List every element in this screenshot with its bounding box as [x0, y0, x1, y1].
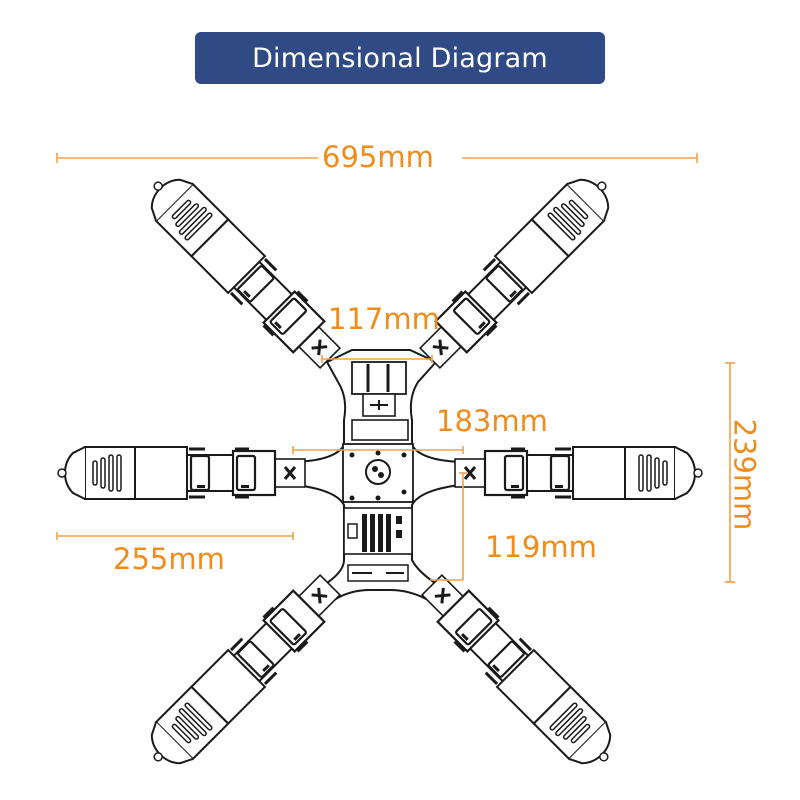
label-leg-length: 255mm: [113, 542, 225, 576]
label-front-leg-spacing: 117mm: [328, 302, 440, 336]
label-leg-mount-offset: 119mm: [485, 530, 597, 564]
label-overall-length: 239mm: [727, 418, 762, 531]
leg-front-right: [410, 163, 625, 378]
title-text: Dimensional Diagram: [252, 42, 548, 74]
label-overall-width: 695mm: [322, 140, 434, 174]
robot-body: [295, 349, 461, 602]
label-middle-leg-spacing: 183mm: [436, 404, 548, 438]
leg-rear-left: [135, 565, 350, 780]
leg-middle-left: [56, 445, 307, 501]
leg-middle-right: [453, 445, 704, 501]
title-banner: Dimensional Diagram: [195, 32, 605, 84]
leg-rear-right: [412, 565, 627, 780]
leg-front-left: [135, 163, 350, 378]
